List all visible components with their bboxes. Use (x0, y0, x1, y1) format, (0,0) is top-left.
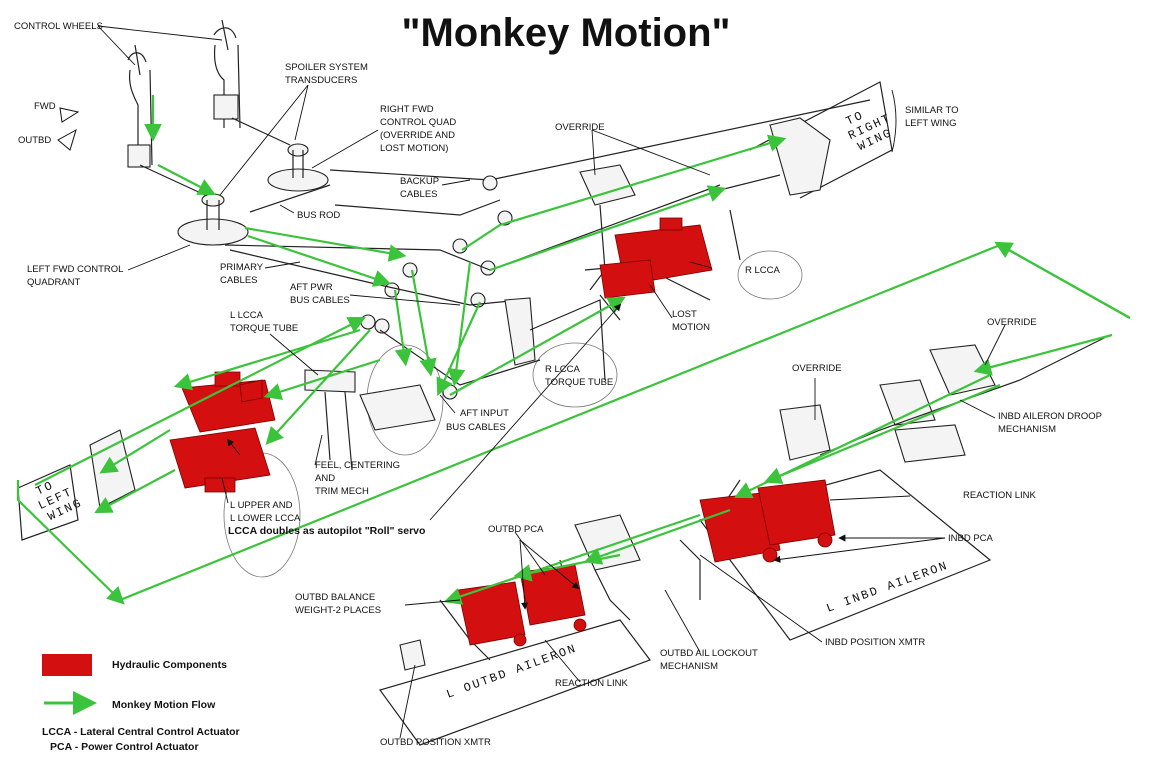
label-inbd-pca: INBD PCA (948, 533, 994, 544)
label-override-right: OVERRIDE (987, 317, 1037, 328)
label-rfcq-1: RIGHT FWD (380, 104, 434, 115)
label-backup-2: CABLES (400, 189, 438, 200)
to-right-wing-text: TO RIGHT WING (844, 108, 895, 154)
leader-lines (97, 25, 1006, 739)
outbd-pca-1 (457, 581, 526, 646)
label-lost-motion-2: MOTION (672, 322, 710, 333)
label-outbd-balance-2: WEIGHT-2 PLACES (295, 605, 381, 616)
fwd-indicator: FWD (34, 101, 80, 123)
label-rfcq-3: (OVERRIDE AND (380, 130, 455, 141)
label-inbd-xmtr: INBD POSITION XMTR (825, 637, 925, 648)
monkey-motion-flow (16, 95, 1131, 605)
label-lfcq-1: LEFT FWD CONTROL (27, 264, 123, 275)
label-l-lcca-tt-1: L LCCA (230, 310, 264, 321)
label-reaction-link-top: REACTION LINK (963, 490, 1037, 501)
labels: CONTROL WHEELS FWD OUTBD SPOILER SYSTEM … (14, 21, 1102, 748)
label-reaction-link-bottom: REACTION LINK (555, 678, 629, 689)
label-spoiler-1: SPOILER SYSTEM (285, 62, 368, 73)
legend-lcca-def: LCCA - Lateral Central Control Actuator (42, 726, 240, 738)
label-r-lcca-tt-2: TORQUE TUBE (545, 377, 613, 388)
label-r-lcca: R LCCA (745, 265, 781, 276)
label-rfcq-4: LOST MOTION) (380, 143, 448, 154)
label-feel-1: FEEL, CENTERING (315, 460, 400, 471)
legend-flow-label: Monkey Motion Flow (112, 699, 216, 711)
label-bus-rod: BUS ROD (297, 210, 340, 221)
label-r-lcca-tt-1: R LCCA (545, 364, 581, 375)
label-inbd-droop-2: MECHANISM (998, 424, 1056, 435)
label-outbd-balance-1: OUTBD BALANCE (295, 592, 375, 603)
l-lower-lcca (169, 427, 271, 489)
legend-hydraulic-label: Hydraulic Components (112, 659, 227, 671)
label-override-mid: OVERRIDE (792, 363, 842, 374)
label-outbd: OUTBD (18, 135, 51, 146)
label-spoiler-2: TRANSDUCERS (285, 75, 357, 86)
legend-pca-def: PCA - Power Control Actuator (50, 741, 199, 753)
inbd-pca-2 (757, 479, 836, 546)
label-outbd-pca: OUTBD PCA (488, 524, 544, 535)
label-feel-3: TRIM MECH (315, 486, 369, 497)
label-similar-1: SIMILAR TO (905, 105, 959, 116)
label-override-top: OVERRIDE (555, 122, 605, 133)
legend: Hydraulic Components Monkey Motion Flow … (42, 654, 240, 753)
label-lfcq-2: QUADRANT (27, 277, 81, 288)
label-primary-2: CABLES (220, 275, 258, 286)
diagram-title: "Monkey Motion" (401, 11, 730, 55)
label-l-upper-2: L LOWER LCCA (230, 513, 301, 524)
label-lost-motion-1: LOST (672, 309, 697, 320)
label-aft-input-2: BUS CABLES (446, 422, 506, 433)
to-left-wing-text: TO LEFT WING (34, 478, 85, 524)
inbd-aileron-text: L INBD AILERON (825, 559, 951, 616)
emphasis-arrows (226, 303, 946, 610)
label-aft-pwr-2: BUS CABLES (290, 295, 350, 306)
mechanical-linkages (89, 19, 1111, 671)
label-primary-1: PRIMARY (220, 262, 264, 273)
label-feel-2: AND (315, 473, 335, 484)
hydraulic-components (169, 217, 836, 647)
label-rfcq-2: CONTROL QUAD (380, 117, 456, 128)
label-aft-pwr-1: AFT PWR (290, 282, 333, 293)
label-outbd-lockout-1: OUTBD AIL LOCKOUT (660, 648, 758, 659)
label-inbd-droop-1: INBD AILERON DROOP (998, 411, 1102, 422)
label-outbd-aileron: L OUTBD AILERON (445, 641, 579, 701)
label-aft-input-1: AFT INPUT (460, 408, 509, 419)
label-inbd-aileron: L INBD AILERON (825, 559, 951, 616)
label-backup-1: BACKUP (400, 176, 439, 187)
label-l-lcca-tt-2: TORQUE TUBE (230, 323, 298, 334)
label-outbd-xmtr: OUTBD POSITION XMTR (380, 737, 491, 748)
label-similar-2: LEFT WING (905, 118, 957, 129)
label-outbd-lockout-2: MECHANISM (660, 661, 718, 672)
outbd-aileron-text: L OUTBD AILERON (445, 641, 579, 701)
legend-hydraulic-swatch (42, 654, 92, 676)
outbd-indicator: OUTBD (18, 128, 77, 151)
label-fwd: FWD (34, 101, 56, 112)
label-lcca-autopilot: LCCA doubles as autopilot "Roll" servo (228, 525, 425, 537)
label-l-upper-1: L UPPER AND (230, 500, 293, 511)
label-control-wheels: CONTROL WHEELS (14, 21, 103, 32)
